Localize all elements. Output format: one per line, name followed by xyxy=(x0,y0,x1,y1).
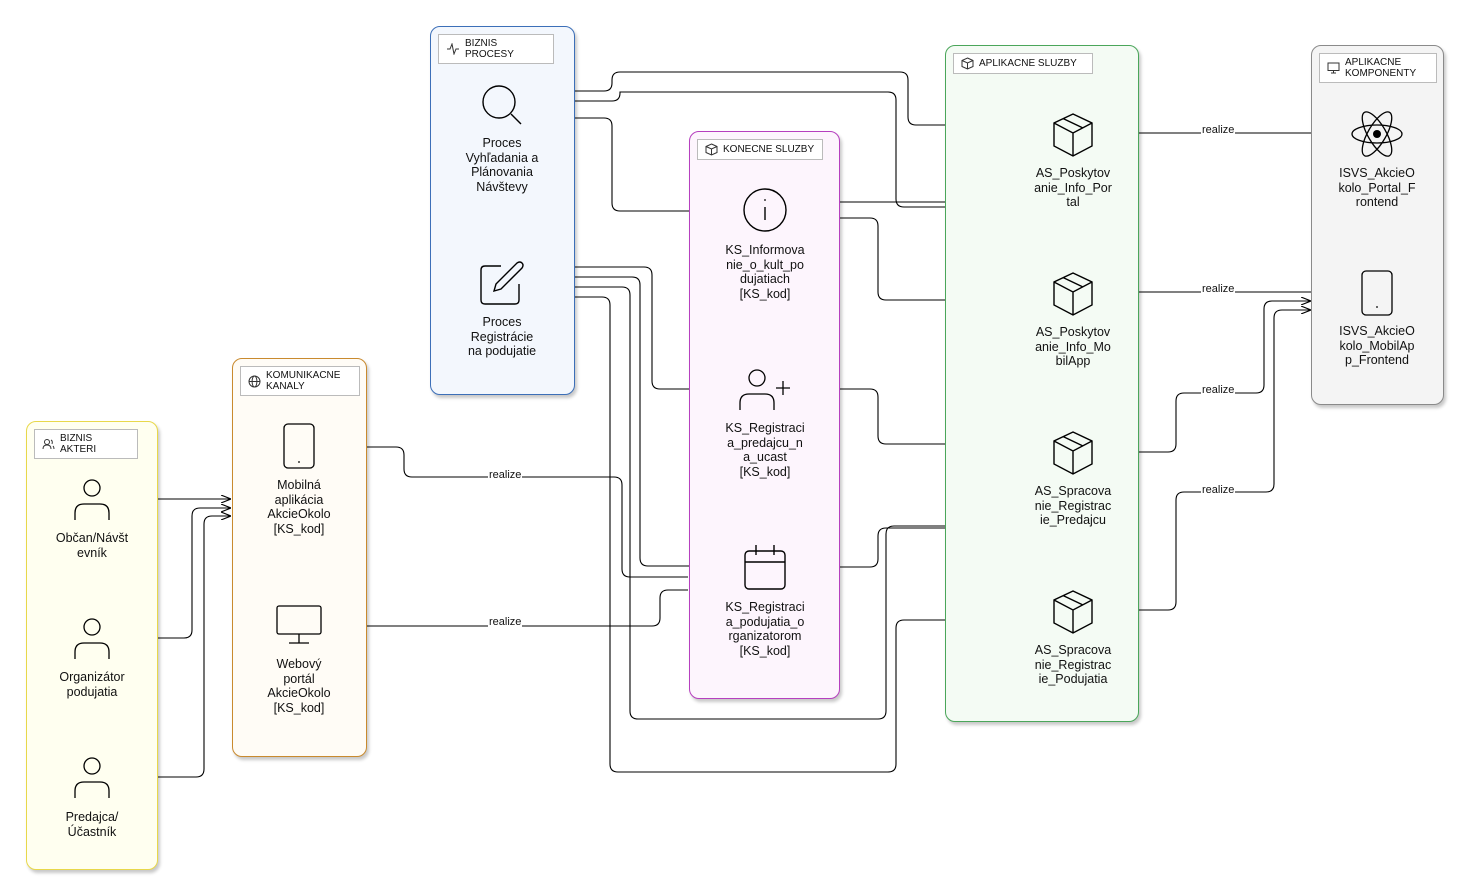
edge-registracie-spracovanie-podujatia xyxy=(527,296,1045,773)
box-icon xyxy=(961,57,974,70)
package-icon xyxy=(1053,590,1093,634)
group-title: APLIKACNE KOMPONENTY xyxy=(1319,53,1437,83)
app-service-spracovanie-podujatia[interactable]: AS_Spracova nie_Registrac ie_Podujatia xyxy=(1022,589,1124,691)
user-plus-icon xyxy=(739,369,790,410)
edge-label-realize: realize xyxy=(1201,283,1236,295)
monitor-icon xyxy=(1327,62,1340,74)
package-icon xyxy=(1053,272,1093,316)
calendar-icon xyxy=(744,545,786,590)
actor-organizator[interactable]: Organizátor podujatia xyxy=(40,617,144,702)
person-icon xyxy=(74,618,110,659)
edge-registracie-podujatia xyxy=(527,276,739,566)
edge-label-realize: realize xyxy=(488,616,523,628)
group-aplikacne-komponenty[interactable]: APLIKACNE KOMPONENTY xyxy=(1311,45,1444,405)
info-icon xyxy=(743,188,787,232)
edge-label-realize: realize xyxy=(1201,124,1236,136)
search-icon xyxy=(482,85,522,125)
edge-label-realize: realize xyxy=(1201,484,1236,496)
package-icon xyxy=(1053,431,1093,475)
group-title: APLIKACNE SLUZBY xyxy=(953,53,1093,74)
final-service-informovanie[interactable]: KS_Informova nie_o_kult_po dujatiach [KS… xyxy=(715,187,815,305)
users-icon xyxy=(42,439,55,450)
group-aplikacne-sluzby[interactable]: APLIKACNE SLUZBY xyxy=(945,45,1139,722)
person-icon xyxy=(74,479,110,520)
group-konecne-sluzby[interactable]: KONECNE SLUZBY xyxy=(689,131,840,699)
smartphone-icon xyxy=(1361,270,1393,316)
activity-icon xyxy=(447,43,459,55)
component-portal-frontend[interactable]: ISVS_AkcieO kolo_Portal_F rontend xyxy=(1326,110,1428,214)
edge-label-realize: realize xyxy=(1201,384,1236,396)
package-icon xyxy=(1053,113,1093,157)
app-service-info-portal[interactable]: AS_Poskytov anie_Info_Por tal xyxy=(1022,112,1124,214)
edge-label-realize: realize xyxy=(488,469,523,481)
box-icon xyxy=(705,143,718,156)
edge-webovy-realize xyxy=(325,589,688,626)
component-mobil-frontend[interactable]: ISVS_AkcieO kolo_MobilAp p_Frontend xyxy=(1326,270,1428,374)
final-service-registracia-podujatia[interactable]: KS_Registraci a_podujatia_o rganizatorom… xyxy=(715,544,815,662)
actor-obcan[interactable]: Občan/Návšt evník xyxy=(40,478,144,563)
person-icon xyxy=(74,757,110,798)
monitor-icon xyxy=(276,605,322,644)
group-title: KONECNE SLUZBY xyxy=(697,139,823,160)
edge-predajcu-spracovanie xyxy=(770,388,1045,444)
actor-predajca[interactable]: Predajca/ Účastník xyxy=(40,756,144,841)
channel-webovy-portal[interactable]: Webový portál AkcieOkolo [KS_kod] xyxy=(249,604,349,724)
process-vyhladania[interactable]: Proces Vyhľadania a Plánovania Návštevy xyxy=(452,84,552,196)
edge-registracie-predajcu xyxy=(527,266,739,389)
group-biznis-procesy[interactable]: BIZNIS PROCESY xyxy=(430,26,575,395)
edge-vyhladania-informovanie xyxy=(527,117,739,211)
group-title: BIZNIS PROCESY xyxy=(438,34,554,64)
edit-icon xyxy=(480,261,524,305)
final-service-registracia-predajcu[interactable]: KS_Registraci a_predajcu_n a_ucast [KS_k… xyxy=(715,368,815,486)
edge-predajca-mobilna xyxy=(117,516,230,777)
app-service-spracovanie-predajcu[interactable]: AS_Spracova nie_Registrac ie_Predajcu xyxy=(1022,430,1124,532)
group-title: BIZNIS AKTERI xyxy=(34,429,138,459)
channel-mobilna-aplikacia[interactable]: Mobilná aplikácia AkcieOkolo [KS_kod] xyxy=(249,423,349,543)
react-icon xyxy=(1351,111,1403,157)
process-registracie[interactable]: Proces Registrácie na podujatie xyxy=(452,260,552,360)
app-service-info-mobil[interactable]: AS_Poskytov anie_Info_Mo bilApp xyxy=(1022,271,1124,373)
group-title: KOMUNIKACNE KANALY xyxy=(240,366,360,396)
edge-mobilna-realize xyxy=(325,447,688,578)
edge-informovanie-info-mobil xyxy=(790,217,1045,300)
globe-icon xyxy=(248,375,261,387)
smartphone-icon xyxy=(283,423,315,469)
edge-vyhladania-info-portal xyxy=(527,71,1045,125)
